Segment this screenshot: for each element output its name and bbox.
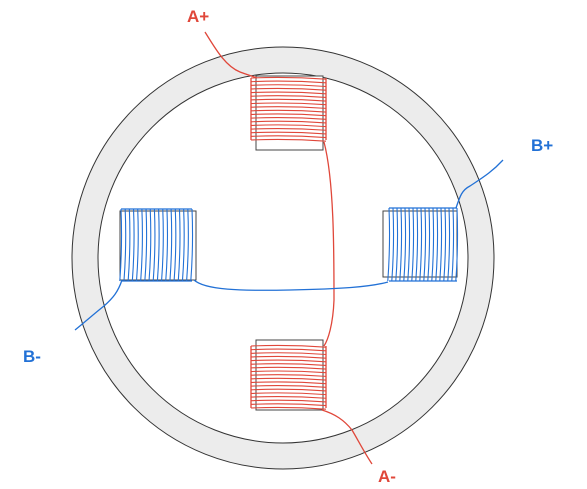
winding-turn [250, 87, 327, 91]
label-b-minus: B- [23, 347, 41, 366]
winding-turn [250, 135, 327, 139]
winding-turn [427, 207, 431, 282]
winding-turn [250, 98, 327, 102]
stator-ring [71, 46, 495, 470]
label-b-plus: B+ [531, 136, 553, 155]
winding-turn [443, 207, 447, 282]
pole-top [255, 75, 324, 151]
winding-edge [250, 78, 327, 140]
winding-turn [250, 84, 327, 88]
winding-turn [250, 344, 327, 348]
winding-turn [250, 124, 327, 128]
winding-turn [411, 207, 415, 282]
link-b-coils [193, 279, 389, 291]
winding-turn [250, 363, 327, 366]
lead-a-plus [204, 31, 258, 79]
winding-edge [121, 208, 192, 282]
winding-turn [250, 117, 327, 120]
winding-turn [140, 208, 143, 282]
winding-turn [250, 127, 327, 131]
winding-turn [250, 131, 327, 135]
winding-edge [250, 346, 327, 408]
winding-turn [181, 208, 185, 282]
winding-turn [250, 374, 327, 377]
winding-turn [250, 138, 327, 142]
coil-b-left [119, 208, 194, 282]
winding-turn [250, 91, 327, 95]
winding-turn [250, 403, 327, 407]
winding-turn [250, 109, 327, 113]
winding-turn [451, 207, 455, 282]
coil-a-top [250, 76, 327, 142]
winding-turn [250, 399, 327, 403]
winding-turn [250, 377, 327, 381]
winding-turn [119, 208, 123, 282]
winding-turn [250, 113, 327, 117]
winding-turn [435, 207, 439, 282]
winding-turn [407, 207, 411, 282]
winding-turn [250, 370, 327, 374]
winding-turn [165, 208, 169, 282]
winding-turn [250, 385, 327, 388]
winding-turn [391, 207, 395, 282]
winding-turn [250, 95, 327, 98]
winding-turn [250, 80, 327, 84]
lead-b-plus [455, 159, 504, 209]
winding-turn [399, 207, 403, 282]
winding-turn [250, 355, 327, 359]
winding-turn [387, 207, 391, 282]
coil-b-right [387, 207, 459, 282]
winding-turn [250, 76, 327, 80]
winding-turn [447, 207, 451, 282]
winding-turn [127, 208, 131, 282]
winding-turn [177, 208, 181, 282]
winding-turn [144, 208, 148, 282]
winding-turn [250, 106, 327, 109]
lead-b-minus [74, 279, 123, 331]
winding-turn [156, 208, 160, 282]
winding-turn [455, 207, 459, 282]
label-a-plus: A+ [187, 7, 209, 26]
winding-turn [250, 366, 327, 370]
link-a-coils [323, 141, 335, 347]
winding-turn [135, 208, 139, 282]
coil-a-bottom [250, 344, 327, 410]
winding-turn [250, 348, 327, 352]
winding-turn [123, 208, 127, 282]
winding-turn [250, 392, 327, 396]
winding-turn [250, 102, 327, 106]
label-a-minus: A- [378, 467, 396, 486]
winding-turn [395, 207, 399, 282]
lead-a-minus [321, 409, 373, 465]
winding-turn [403, 207, 407, 282]
winding-turn [169, 208, 173, 282]
winding-edge [389, 207, 457, 282]
winding-turn [439, 207, 443, 282]
winding-turn [423, 207, 427, 282]
winding-turn [415, 207, 419, 282]
winding-turn [250, 120, 327, 124]
winding-turn [148, 208, 152, 282]
winding-turn [173, 208, 177, 282]
winding-turn [250, 388, 327, 392]
winding-turn [131, 208, 135, 282]
winding-turn [250, 406, 327, 410]
phase-b-wires [74, 159, 504, 331]
winding-turn [250, 359, 327, 363]
winding-turn [161, 208, 164, 282]
winding-turn [250, 352, 327, 356]
winding-turn [250, 381, 327, 385]
winding-turn [190, 208, 194, 282]
winding-turn [419, 207, 423, 282]
winding-turn [431, 207, 435, 282]
winding-turn [186, 208, 189, 282]
winding-turn [152, 208, 156, 282]
phase-a-wires [204, 31, 373, 465]
winding-turn [250, 395, 327, 399]
